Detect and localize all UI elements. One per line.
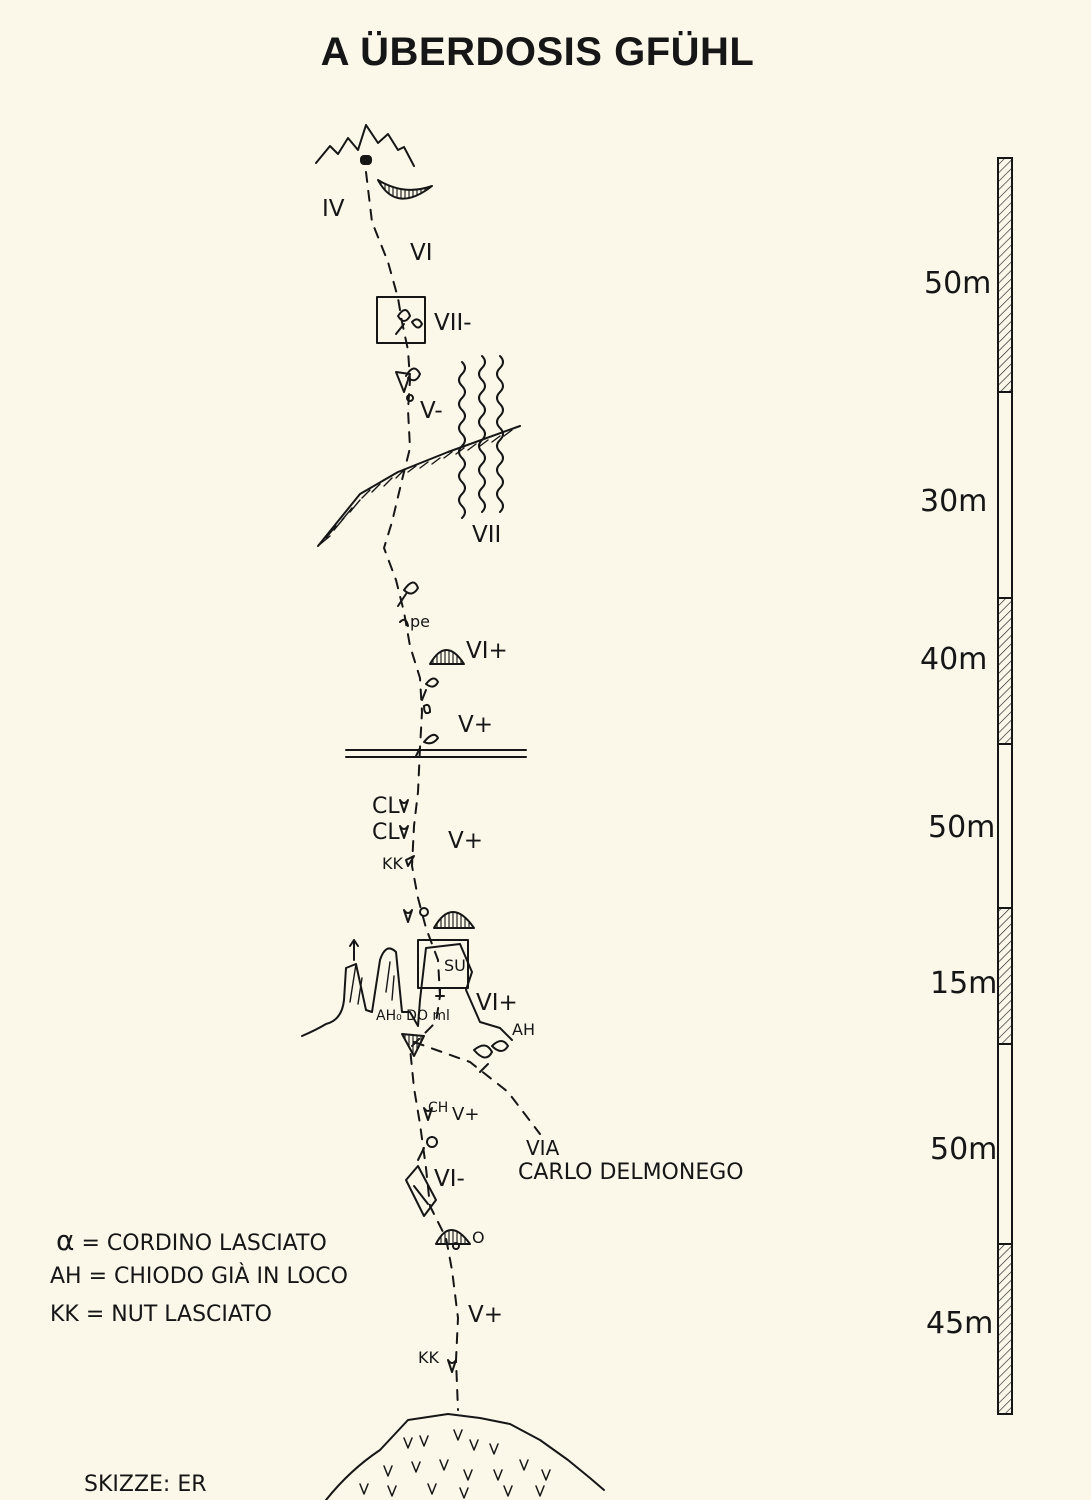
topo-title: A ÜBERDOSIS GFÜHL (320, 30, 755, 74)
top-belay-station (360, 155, 372, 165)
grade-label: VI+ (476, 990, 518, 1016)
mark-label: O (472, 1228, 485, 1247)
mark-label: CL (372, 820, 400, 845)
mark-label: KK (382, 854, 403, 873)
legend-text: = NUT LASCIATO (85, 1302, 272, 1327)
pitch-length-label: 30m (920, 484, 988, 519)
scale-segment (997, 1043, 1013, 1245)
summit-overhang (377, 179, 433, 200)
author-credit: SKIZZE: ER (84, 1472, 207, 1497)
grade-label: V+ (448, 828, 484, 854)
mark-label: SU (444, 956, 466, 975)
legend-row: AH = CHIODO GIÀ IN LOCO (50, 1264, 348, 1289)
legend-text: = CHIODO GIÀ IN LOCO (88, 1264, 348, 1289)
mark-label: AH (512, 1020, 535, 1039)
pitch-length-label: 40m (920, 642, 988, 677)
ledge (317, 425, 521, 547)
crux-box (376, 296, 426, 344)
mark-label: AH₀ DO ml (376, 1008, 450, 1024)
legend-symbol: AH (50, 1264, 82, 1289)
legend-row: KK = NUT LASCIATO (50, 1302, 272, 1327)
overhang-2 (433, 911, 475, 929)
grade-label: V+ (468, 1302, 504, 1328)
pitch-length-label: 45m (926, 1306, 994, 1341)
legend-symbol: KK (50, 1302, 79, 1327)
scale-segment (997, 743, 1013, 909)
grade-label: V+ (452, 1104, 480, 1125)
scale-segment (997, 597, 1013, 745)
route-line (365, 171, 459, 1411)
crack-2 (478, 355, 486, 513)
scale-segment (997, 157, 1013, 393)
pitch-length-label: 50m (924, 266, 992, 301)
mark-label: KK (418, 1348, 439, 1367)
grade-label: VI- (434, 1166, 465, 1192)
base-mound (325, 1413, 605, 1500)
summit-peak (315, 124, 415, 167)
rock-pillars (301, 943, 513, 1041)
pitch-length-label: 50m (930, 1132, 998, 1167)
overhang-1 (429, 649, 465, 665)
pitch-length-scale (997, 157, 1013, 1415)
via-name: CARLO DELMONEGO (518, 1160, 744, 1185)
legend-row: α = CORDINO LASCIATO (56, 1224, 327, 1257)
flake (405, 1165, 437, 1217)
grade-label: VI (410, 240, 433, 266)
grade-label: IV (322, 196, 345, 222)
pitch-length-label: 50m (928, 810, 996, 845)
via-label: VIA (526, 1136, 560, 1160)
mark-label: CH (428, 1100, 449, 1116)
legend-text: = CORDINO LASCIATO (81, 1231, 327, 1256)
mark-label: CL (372, 794, 400, 819)
legend-symbol: α (56, 1224, 75, 1257)
via-delmonego-line (413, 1041, 541, 1135)
su-block (417, 939, 469, 989)
crack-3 (496, 355, 504, 513)
pitch-length-label: 15m (930, 966, 998, 1001)
grade-label: V- (420, 398, 443, 424)
grade-label: VII (472, 522, 502, 548)
crack-1 (458, 361, 466, 519)
scale-segment (997, 391, 1013, 599)
grade-label: VI+ (466, 638, 508, 664)
scale-segment (997, 1243, 1013, 1415)
mark-label: pe (410, 612, 430, 631)
grade-label: VII- (434, 310, 472, 336)
scale-segment (997, 907, 1013, 1045)
overhang-3 (435, 1229, 471, 1245)
grade-label: V+ (458, 712, 494, 738)
